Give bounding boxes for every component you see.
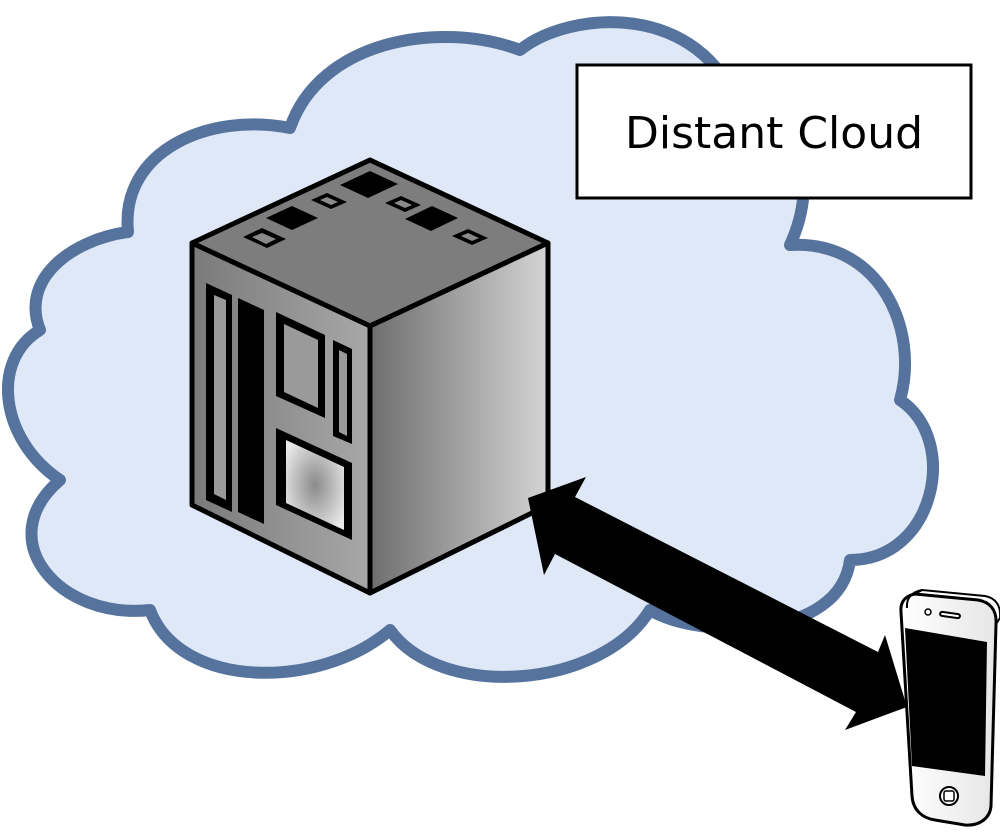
double-headed-arrow-icon [528,477,907,730]
phone-screen [905,628,987,776]
distant-cloud-label: Distant Cloud [575,63,973,200]
label-text: Distant Cloud [625,108,923,159]
phone-home-button [939,786,959,806]
server-cube-icon [189,157,551,596]
server-front-panel [206,283,352,540]
smartphone-icon [899,588,1000,827]
